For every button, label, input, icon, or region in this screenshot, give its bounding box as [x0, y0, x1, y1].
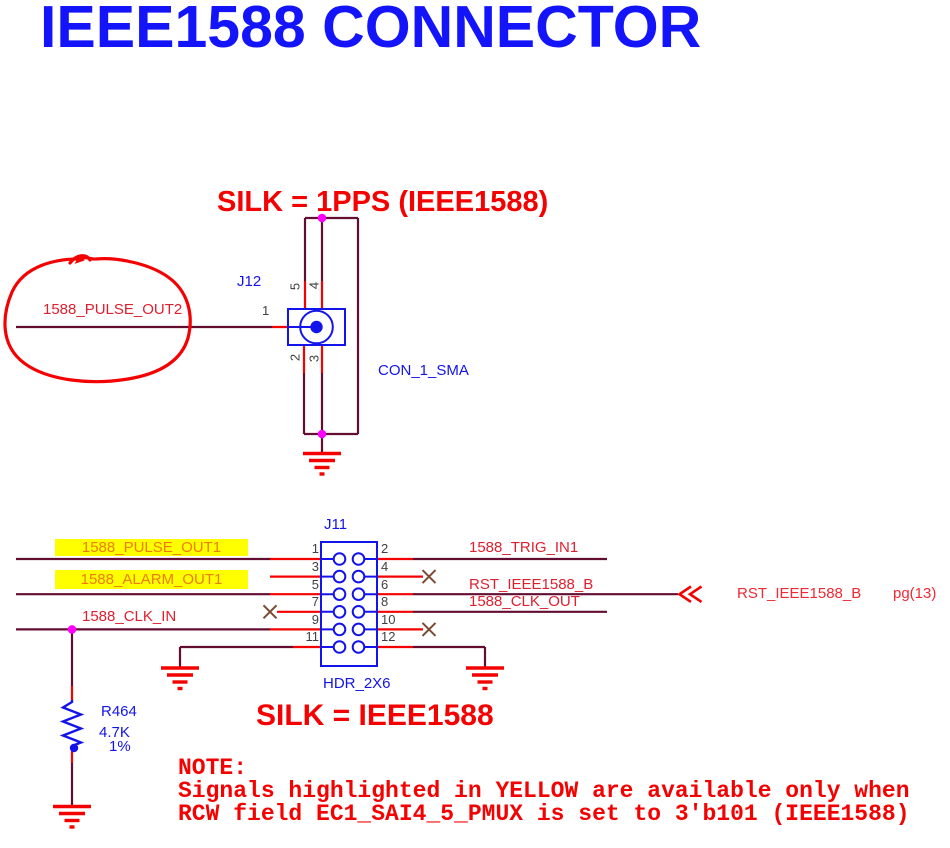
j11-pin-number-9: 9: [311, 611, 319, 627]
wires: [16, 216, 678, 806]
ground-symbol-sma: [301, 451, 343, 476]
junction-dot: [317, 213, 327, 223]
no-connect-x-pin10: [421, 622, 437, 637]
sma-silk-label: SILK = 1PPS (IEEE1588): [217, 186, 549, 218]
net-label-1588-pulse-out1: 1588_PULSE_OUT1: [81, 539, 222, 556]
note-line-2: RCW field EC1_SAI4_5_PMUX is set to 3'b1…: [178, 801, 910, 827]
j11-pin-number-1: 1: [311, 541, 319, 556]
j11-pin-number-7: 7: [311, 594, 319, 609]
j11-header-symbol: [320, 541, 378, 667]
no-connect-x-pin4: [421, 569, 437, 584]
j11-pin-number-2: 2: [381, 541, 389, 556]
j12-pin-number-2: 2: [287, 353, 303, 362]
net-label-1588-clk-out: 1588_CLK_OUT: [469, 593, 580, 610]
j11-pin-number-6: 6: [381, 576, 389, 592]
net-label-1588-trig-in1: 1588_TRIG_IN1: [469, 539, 579, 556]
net-label-rst-ieee1588-b: RST_IEEE1588_B: [469, 576, 594, 593]
j12-device-label: CON_1_SMA: [378, 362, 469, 379]
ground-symbol-r464: [51, 804, 93, 829]
j11-pin-number-5: 5: [311, 576, 319, 592]
highlight-1588-pulse-out1: 1588_PULSE_OUT1: [55, 539, 248, 556]
j12-pin-number-3: 3: [306, 354, 322, 363]
j11-pin-number-10: 10: [381, 611, 396, 627]
ground-symbol-pin12: [464, 666, 506, 691]
net-label-1588-pulse-out2: 1588_PULSE_OUT2: [43, 301, 183, 318]
net-label-1588-clk-in: 1588_CLK_IN: [82, 608, 177, 625]
junction-dot: [317, 429, 327, 439]
r464-refdes: R464: [101, 703, 137, 720]
j11-pin-number-11: 11: [305, 629, 320, 644]
j12-pin-number-4: 4: [306, 281, 322, 290]
junction-dot: [67, 625, 77, 634]
j11-pin-number-4: 4: [381, 559, 389, 574]
j12-pin-number-1: 1: [262, 303, 270, 318]
note-heading: NOTE:: [178, 755, 248, 781]
j12-refdes: J12: [237, 273, 262, 290]
j11-pin-number-12: 12: [381, 629, 396, 644]
j11-device-label: HDR_2X6: [323, 675, 391, 692]
r464-resistor-symbol: [59, 700, 85, 753]
pin-stubs: [70, 281, 423, 763]
j12-sma-symbol: [287, 308, 346, 346]
annotation-ellipse: [3, 254, 192, 384]
offpage-chevron-icon: [677, 585, 703, 603]
header-silk-label: SILK = IEEE1588: [256, 699, 494, 732]
highlight-1588-alarm-out1: 1588_ALARM_OUT1: [55, 570, 248, 589]
j11-pin-number-3: 3: [311, 559, 319, 574]
page-title: IEEE1588 CONNECTOR: [40, 0, 702, 60]
no-connect-x-pin7: [262, 604, 278, 620]
r464-value: 4.7K: [99, 724, 130, 741]
j12-pin-number-5: 5: [287, 282, 303, 291]
net-label-1588-alarm-out1: 1588_ALARM_OUT1: [80, 571, 223, 588]
ground-symbol-pin11: [159, 666, 201, 691]
r464-tolerance: 1%: [109, 738, 131, 755]
j11-refdes: J11: [324, 516, 348, 533]
j11-pin-number-8: 8: [381, 594, 389, 609]
note-line-1: Signals highlighted in YELLOW are availa…: [178, 778, 910, 804]
offpage-page-ref: pg(13): [893, 585, 937, 602]
offpage-net-label: RST_IEEE1588_B: [737, 585, 862, 602]
